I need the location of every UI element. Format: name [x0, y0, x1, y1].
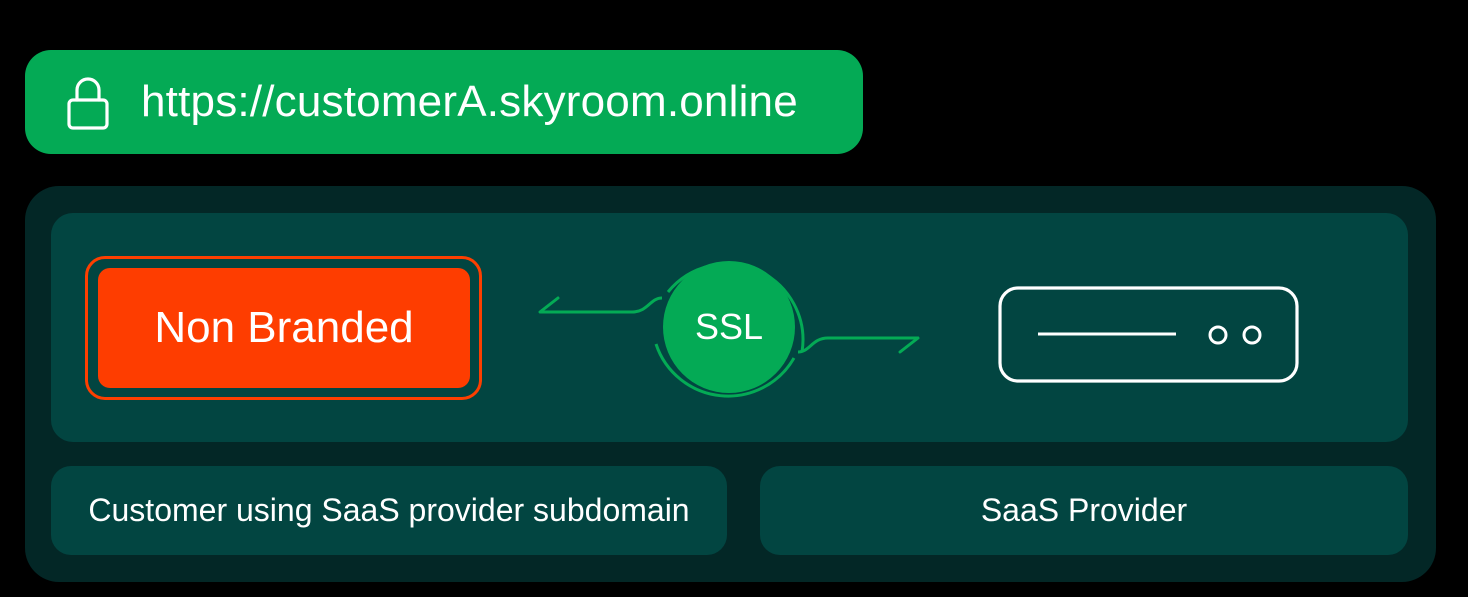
ssl-circle: [663, 261, 795, 393]
server-icon: [998, 286, 1299, 383]
provider-caption: SaaS Provider: [760, 466, 1408, 555]
non-branded-badge-outline: [85, 256, 482, 400]
arrow-left-head: [538, 296, 560, 314]
url-bar: https://customerA.skyroom.online: [25, 50, 863, 154]
arrow-right-head: [898, 336, 920, 354]
exchange-arrows-icon: [538, 261, 920, 398]
non-branded-badge: Non Branded: [98, 268, 470, 388]
customer-caption: Customer using SaaS provider subdomain: [51, 466, 727, 555]
lock-icon: [63, 72, 113, 132]
url-text: https://customerA.skyroom.online: [141, 77, 798, 126]
ssl-arc-bottom: [654, 343, 796, 398]
arrow-right: [797, 336, 918, 354]
ssl-label: SSL: [694, 306, 764, 347]
arrow-left: [540, 296, 663, 314]
